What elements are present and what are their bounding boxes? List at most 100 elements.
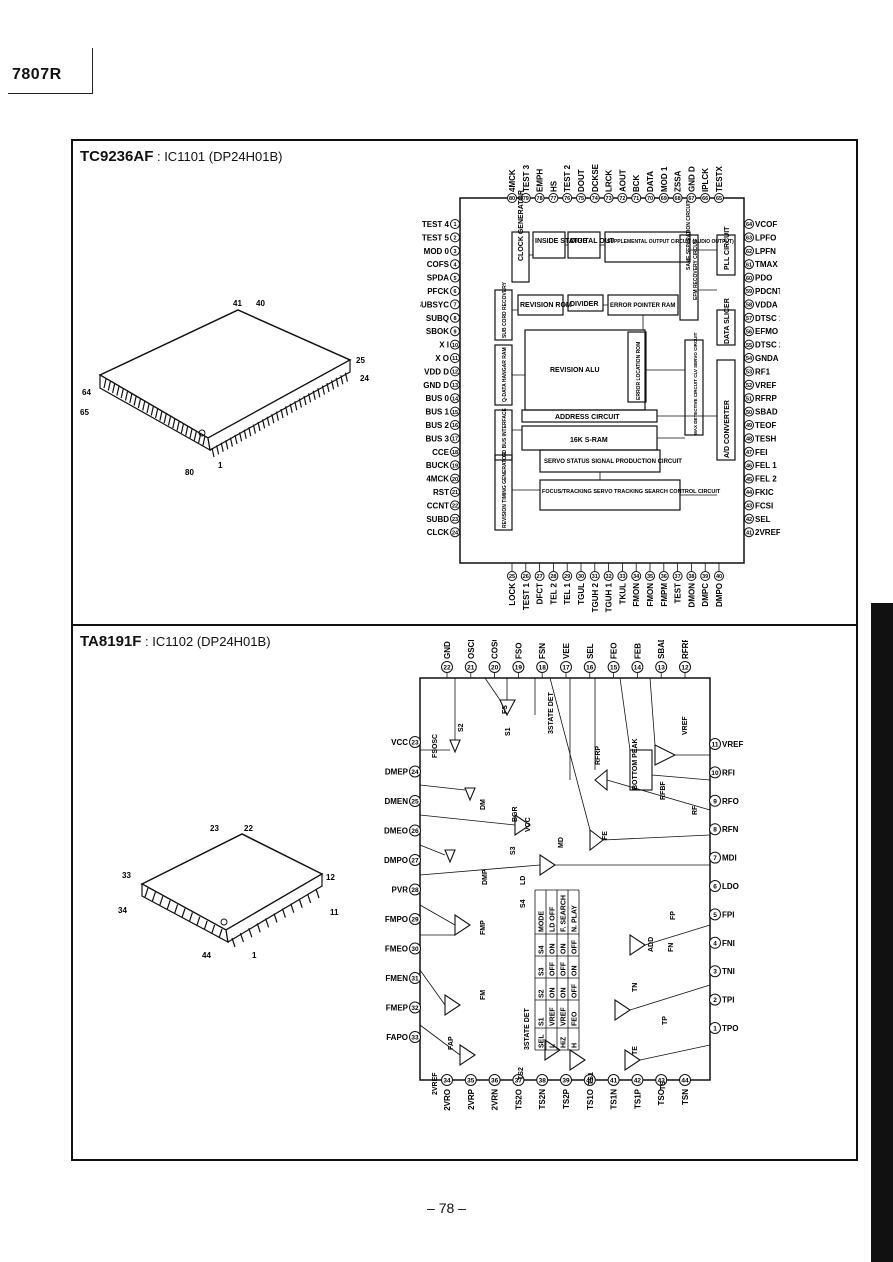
ic2-pkg-pin: 22: [244, 824, 253, 833]
pin-label: TSO: [657, 1089, 666, 1105]
pin-label: DOUT: [577, 169, 586, 192]
pin-label: BUCK: [426, 461, 449, 470]
pin-number: 53: [746, 370, 752, 376]
ic2-ref: : IC1102 (DP24H01B): [141, 634, 271, 649]
state-table-cell: OFF: [561, 961, 568, 976]
pin-number: 18: [539, 665, 547, 672]
pin-label: VEE: [562, 642, 571, 659]
pin-number: 23: [411, 740, 419, 747]
ic1-left-pin: 10X I: [439, 339, 460, 350]
ic2-block: ADD: [648, 937, 655, 952]
ic1-pkg-pin: 80: [185, 468, 194, 477]
state-table-cell: ON: [550, 944, 557, 955]
pin-number: 37: [675, 574, 681, 580]
pin-number: 3: [713, 969, 717, 976]
state-table-cell: VREF: [550, 1007, 557, 1026]
pin-label: 2VREF: [755, 528, 780, 537]
pin-label: CCNT: [427, 501, 449, 510]
pin-number: 34: [443, 1078, 451, 1085]
ic2-pkg-pin: 1: [252, 951, 257, 960]
pin-label: DATA: [646, 171, 655, 192]
pin-label: DCKSE: [591, 163, 600, 192]
pin-label: LPFO: [755, 233, 776, 242]
pin-label: DMEP: [385, 768, 409, 777]
pin-number: 50: [746, 410, 752, 416]
pin-label: FEL 1: [755, 461, 777, 470]
pin-number: 3: [453, 249, 456, 255]
pin-number: 35: [647, 574, 653, 580]
ic1-block: ERROR LOCATION ROM: [636, 342, 642, 400]
pin-number: 49: [746, 423, 752, 429]
pin-label: VCOF: [755, 220, 777, 229]
ic2-block: FMP: [480, 920, 487, 935]
ic2-block: S1: [505, 727, 512, 736]
pin-number: 30: [578, 574, 584, 580]
pin-label: TEST: [674, 583, 683, 604]
ic1-block: DATA SLICER: [724, 298, 731, 344]
ic2-block: S4: [520, 899, 527, 908]
pin-label: VREF: [722, 740, 743, 749]
pin-number: 71: [633, 196, 639, 202]
pin-label: FEO: [610, 643, 619, 659]
pin-number: 17: [562, 665, 570, 672]
ic1-pkg-pin: 65: [80, 408, 89, 417]
pin-number: 59: [746, 289, 752, 295]
pin-label: TEST 4: [422, 220, 450, 229]
pin-label: 2VRO: [443, 1089, 452, 1111]
ic1-block: Q-DATA HANGAR RAM: [502, 347, 508, 402]
pin-number: 25: [509, 574, 515, 580]
pin-number: 60: [746, 276, 752, 282]
ic2-block: FAP: [448, 1036, 455, 1050]
state-table-cell: HiZ: [561, 1036, 568, 1048]
pin-label: FEL 2: [755, 475, 777, 484]
ic2-package-drawing: 23 22 33 12 34 11 44 1: [118, 824, 339, 960]
ic1-title: TC9236AF : IC1101 (DP24H01B): [80, 148, 282, 165]
pin-number: 79: [523, 196, 529, 202]
ic1-package-drawing: 41 40 25 24 64 65 80 1: [80, 299, 369, 477]
ic2-block: TE: [632, 1046, 639, 1055]
pin-label: BUS 2: [425, 421, 449, 430]
pin-label: MDI: [722, 854, 737, 863]
pin-number: 70: [647, 196, 653, 202]
pin-label: TPO: [722, 1024, 738, 1033]
pin-number: 20: [452, 477, 458, 483]
pin-label: LDO: [722, 882, 739, 891]
pin-number: 58: [746, 303, 752, 309]
pin-label: PDCNT: [755, 287, 780, 296]
ic2-block: VREF: [682, 716, 689, 735]
pin-label: DFCT: [536, 583, 545, 604]
pin-number: 72: [619, 196, 625, 202]
pin-number: 9: [713, 798, 717, 805]
pin-number: 5: [713, 912, 717, 919]
pin-number: 1: [713, 1026, 717, 1033]
pin-label: PDO: [755, 274, 772, 283]
state-table-cell: LD OFF: [550, 906, 557, 932]
pin-label: FMEP: [386, 1004, 409, 1013]
ic2-block: S2: [458, 723, 465, 732]
pin-label: GND: [443, 641, 452, 659]
pin-number: 39: [562, 1078, 570, 1085]
ic2-block: FSOSC: [432, 734, 439, 758]
pin-number: 24: [452, 530, 459, 536]
ic2-block: FE: [602, 831, 609, 840]
